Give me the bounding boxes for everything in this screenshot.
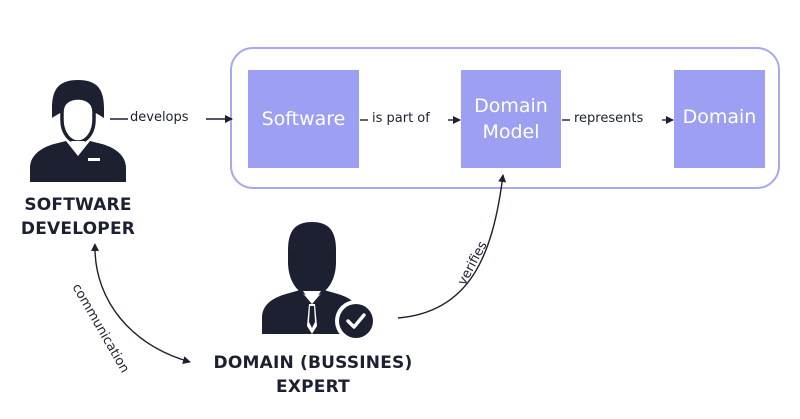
- domain-model-box-label-line2: Model: [482, 121, 540, 143]
- verifies-arrow: [397, 174, 507, 319]
- represents-label: represents: [574, 111, 644, 126]
- checkmark-badge-icon: [335, 300, 377, 342]
- domain-expert-label: DOMAIN (BUSSINES) EXPERT: [198, 351, 428, 399]
- software-developer-label-line1: SOFTWARE: [24, 195, 132, 215]
- domain-model-box: Domain Model: [461, 70, 561, 168]
- software-developer-label: SOFTWARE DEVELOPER: [18, 193, 138, 241]
- software-box-label: Software: [261, 108, 346, 130]
- software-developer-label-line2: DEVELOPER: [20, 219, 136, 239]
- domain-expert-label-line1: DOMAIN (BUSSINES): [213, 353, 413, 373]
- domain-model-box-label-line1: Domain: [474, 95, 548, 117]
- develops-label: develops: [130, 110, 189, 125]
- domain-box-label: Domain: [682, 106, 757, 128]
- domain-box: Domain: [674, 70, 765, 168]
- developer-person-icon: [30, 80, 126, 182]
- domain-expert-label-line2: EXPERT: [276, 377, 350, 397]
- software-box: Software: [248, 70, 359, 168]
- is-part-of-label: is part of: [372, 111, 430, 126]
- communication-arrow: [91, 243, 191, 364]
